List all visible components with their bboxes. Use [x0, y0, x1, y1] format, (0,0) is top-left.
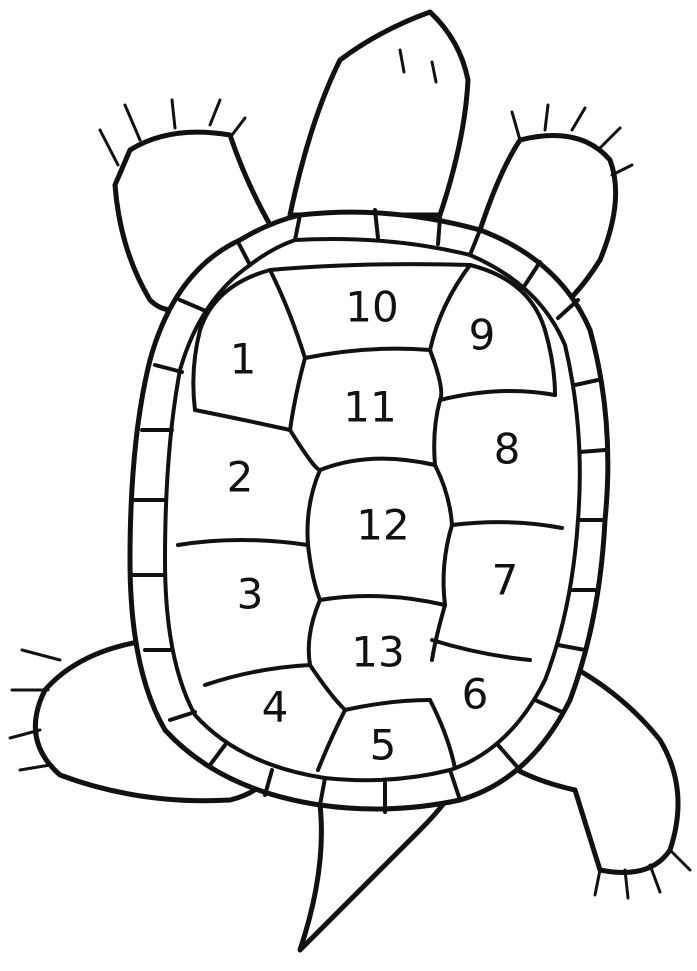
- scute-label-4: 4: [262, 683, 289, 732]
- scute-label-3: 3: [237, 570, 264, 619]
- scute-label-11: 11: [343, 383, 396, 432]
- scute-label-8: 8: [494, 425, 521, 474]
- scute-label-1: 1: [230, 335, 257, 384]
- scute-label-10: 10: [345, 283, 398, 332]
- scute-label-7: 7: [492, 556, 519, 605]
- turtle-head: [290, 12, 468, 215]
- scute-label-13: 13: [351, 628, 404, 677]
- scute-label-2: 2: [227, 453, 254, 502]
- scute-label-5: 5: [370, 721, 397, 770]
- scute-label-6: 6: [462, 670, 489, 719]
- scute-label-9: 9: [469, 311, 496, 360]
- scute-label-12: 12: [356, 501, 409, 550]
